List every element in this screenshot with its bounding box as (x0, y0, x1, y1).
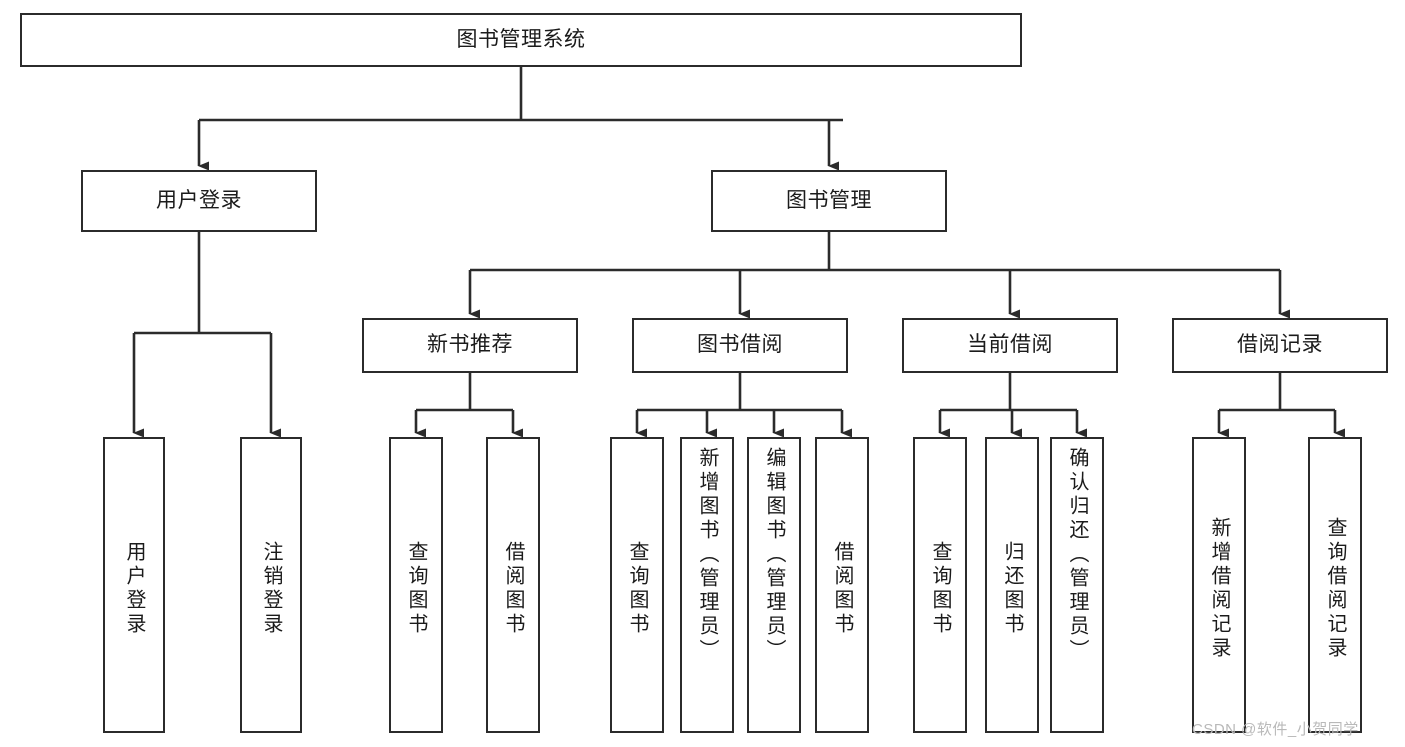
node-current-borrow[interactable]: 当前借阅 (902, 318, 1118, 373)
node-leaf-query-book-borrow[interactable]: 查询图书 (610, 437, 664, 733)
node-label: 查询图书 (626, 541, 648, 637)
node-label: 归还图书 (1001, 541, 1023, 637)
node-leaf-user-login[interactable]: 用户登录 (103, 437, 165, 733)
node-label: 借阅图书 (831, 541, 853, 637)
node-leaf-logout-login[interactable]: 注销登录 (240, 437, 302, 733)
node-label: 图书管理系统 (456, 27, 586, 51)
node-label: 查询借阅记录 (1324, 517, 1346, 661)
node-leaf-borrow-book[interactable]: 借阅图书 (815, 437, 869, 733)
csdn-watermark: CSDN @软件_小贺同学 (1192, 721, 1359, 738)
book-management-to-level3-connectors (468, 232, 1290, 319)
node-leaf-return-book[interactable]: 归还图书 (985, 437, 1039, 733)
node-label: 编辑图书（管理员） (763, 447, 785, 663)
node-user-login[interactable]: 用户登录 (81, 170, 317, 232)
node-label: 新增借阅记录 (1208, 517, 1230, 661)
node-label: 用户登录 (123, 541, 145, 637)
current-borrow-to-leaves-connectors (938, 373, 1087, 438)
node-label: 确认归还（管理员） (1066, 447, 1088, 663)
node-leaf-query-borrow-record[interactable]: 查询借阅记录 (1308, 437, 1362, 733)
borrow-record-to-leaves-connectors (1217, 373, 1345, 438)
node-new-book-recommend[interactable]: 新书推荐 (362, 318, 578, 373)
user-login-to-leaves-connectors (132, 232, 281, 438)
node-leaf-add-borrow-record[interactable]: 新增借阅记录 (1192, 437, 1246, 733)
node-book-management[interactable]: 图书管理 (711, 170, 947, 232)
node-leaf-add-book-admin[interactable]: 新增图书（管理员） (680, 437, 734, 733)
book-borrow-to-leaves-connectors (635, 373, 852, 438)
root-to-level2-connectors (197, 67, 843, 171)
node-label: 用户登录 (156, 188, 242, 212)
node-book-management-system[interactable]: 图书管理系统 (20, 13, 1022, 67)
node-book-borrow[interactable]: 图书借阅 (632, 318, 848, 373)
node-label: 图书管理 (786, 188, 872, 212)
node-label: 借阅图书 (502, 541, 524, 637)
node-label: 图书借阅 (697, 333, 783, 357)
node-label: 借阅记录 (1237, 333, 1323, 357)
node-label: 新书推荐 (427, 333, 513, 357)
node-leaf-query-book-current[interactable]: 查询图书 (913, 437, 967, 733)
node-label: 新增图书（管理员） (696, 447, 718, 663)
node-leaf-edit-book-admin[interactable]: 编辑图书（管理员） (747, 437, 801, 733)
node-borrow-record[interactable]: 借阅记录 (1172, 318, 1388, 373)
node-label: 当前借阅 (967, 333, 1053, 357)
node-label: 查询图书 (405, 541, 427, 637)
node-leaf-borrow-book-recommend[interactable]: 借阅图书 (486, 437, 540, 733)
node-leaf-confirm-return-admin[interactable]: 确认归还（管理员） (1050, 437, 1104, 733)
node-label: 查询图书 (929, 541, 951, 637)
new-book-recommend-to-leaves-connectors (414, 373, 523, 438)
node-label: 注销登录 (260, 541, 282, 637)
node-leaf-query-book-recommend[interactable]: 查询图书 (389, 437, 443, 733)
